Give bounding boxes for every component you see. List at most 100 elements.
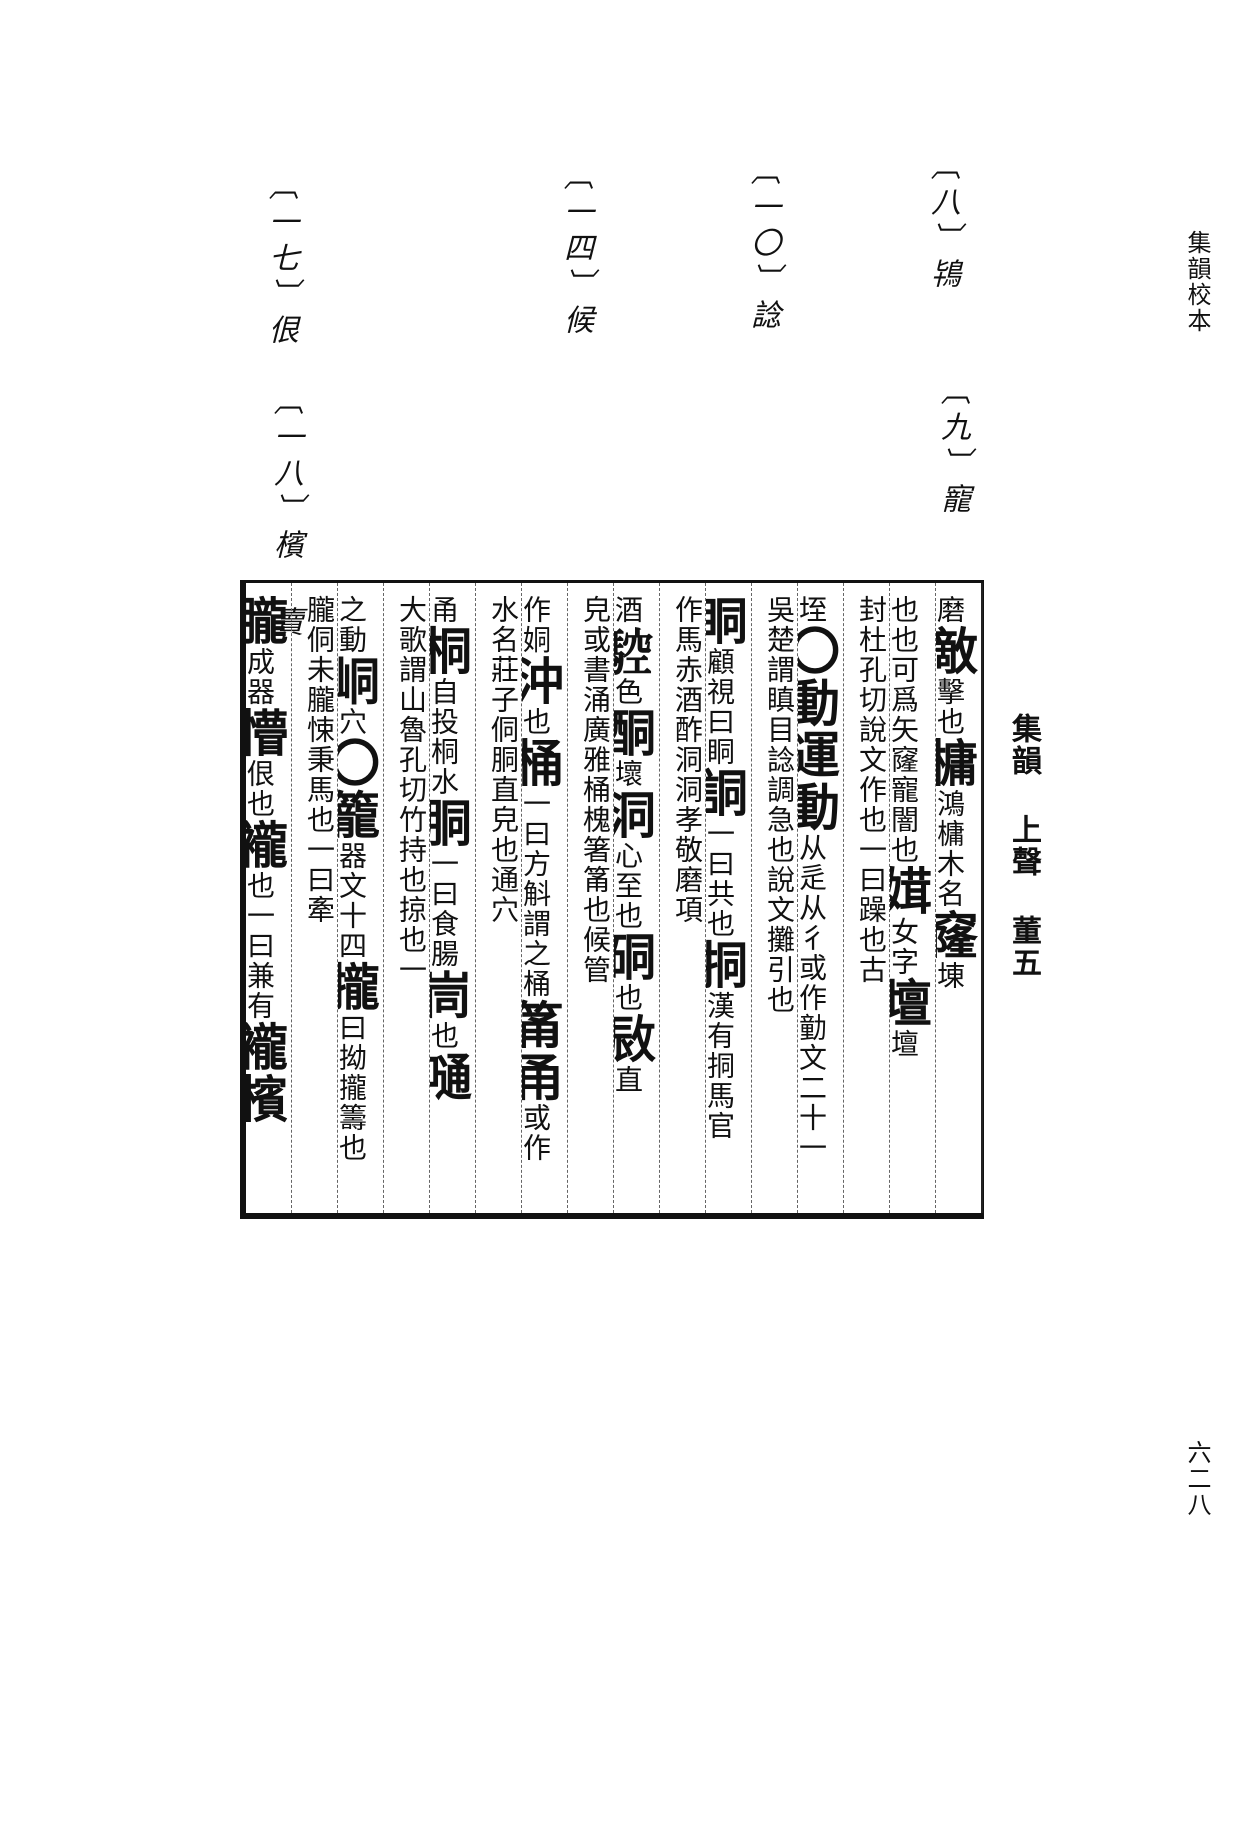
gloss-text: 皃或書 <box>579 595 612 685</box>
text-column: 皃或書涌廣雅桶槐箸筩也候管 <box>567 583 613 1213</box>
headword: 〇 <box>337 737 380 789</box>
gloss-text: 一曰方斛謂之桶 <box>521 789 552 999</box>
headword: 峝 <box>429 969 472 1021</box>
gloss-text: 鴻槦木名 <box>935 789 966 909</box>
headword: 媶 <box>889 865 932 917</box>
gloss-text: 器文十四 <box>337 841 368 961</box>
gloss-text: 擊也 <box>935 677 966 737</box>
headword: 酮 <box>613 707 656 759</box>
gloss-text: 魯孔切竹 <box>395 715 428 835</box>
gloss-text: 成器 <box>246 647 276 707</box>
gloss-text: 之動 <box>337 595 368 655</box>
gloss-text: 秉馬也一曰牽 <box>303 745 336 925</box>
gloss-text: 垤 <box>797 595 828 625</box>
headword: 挏 <box>705 939 748 991</box>
text-frame: 集韻 上聲 董五 磨敵擊也槦鴻槦木名窿埬也也可爲矢窿寵闇也媶女字壇壇封杜孔切說文… <box>240 580 1041 1219</box>
text-column: 朧成器懵佷也襱也一曰兼有襱檳 <box>246 583 291 1213</box>
text-column: 眮顧視曰眮詷一曰共也挏漢有挏馬官 <box>705 583 751 1213</box>
gloss-text: 山 <box>395 685 428 715</box>
gloss-text: 女字 <box>889 917 920 977</box>
text-column: 水名莊子侗胴直皃也通穴 <box>475 583 521 1213</box>
gloss-text: 通穴 <box>487 865 520 925</box>
gloss-text: 从辵从彳或作勭文二十一 <box>797 833 828 1163</box>
headword: 詷 <box>705 767 748 819</box>
text-column: 之動峒穴〇籠器文十四攏曰拗攏籌也 <box>337 583 383 1213</box>
gloss-text: 顧視曰眮 <box>705 647 736 767</box>
gloss-text: 甬 <box>429 595 460 625</box>
gloss-text: 佷也 <box>246 759 276 819</box>
headword: 籠 <box>337 789 380 841</box>
gloss-text: 朧悚 <box>303 685 336 745</box>
gloss-text: 壞 <box>613 759 644 789</box>
headword: 動運動 <box>797 677 840 833</box>
text-column: 作馬赤酒酢洞洞孝敬磨項 <box>659 583 705 1213</box>
gloss-text: 廣雅桶槐箸筩也 <box>579 715 612 925</box>
gloss-text: 一曰食腸 <box>429 849 460 969</box>
headword: 𩣼 <box>613 625 656 677</box>
gloss-text: 項 <box>671 895 704 925</box>
gloss-text: 吳楚謂瞋目 <box>763 595 796 745</box>
gloss-text: 穴 <box>337 707 368 737</box>
gloss-text: 侗胴直皃也 <box>487 715 520 865</box>
margin-note: 〔一四〕候 <box>558 160 593 340</box>
headword: 襱 <box>246 1021 288 1073</box>
headword: 眮 <box>705 595 748 647</box>
gloss-text: 說文攤引也 <box>763 865 796 1015</box>
gloss-text: 壇 <box>889 1029 920 1059</box>
headword: 〇 <box>797 625 840 677</box>
text-column: 朧侗未朧悚秉馬也一曰牽 <box>291 583 337 1213</box>
headword: 窿 <box>935 909 978 961</box>
margin-note: 〔一八〕檳 賣 <box>268 385 303 642</box>
gloss-text: 酒 <box>613 595 644 625</box>
gloss-text: 涌 <box>579 685 612 715</box>
headword: 敐 <box>613 1013 656 1065</box>
gloss-text: 酒酢 <box>671 685 704 745</box>
gutter-divider <box>981 583 983 1213</box>
gloss-text: 諗調急也 <box>763 745 796 865</box>
gutter-label: 集韻 上聲 董五 <box>1006 713 1041 979</box>
text-column: 垤〇動運動从辵从彳或作勭文二十一 <box>797 583 843 1213</box>
headword: 朧 <box>246 595 288 647</box>
page-number: 六二八 <box>1183 1440 1211 1518</box>
margin-note: 〔九〕寵 <box>935 375 970 519</box>
gloss-text: 洞洞孝敬 <box>671 745 704 865</box>
gloss-text: 作姛 <box>521 595 552 655</box>
text-column: 甬桐自投桐水胴一曰食腸峝也嗵 <box>429 583 475 1213</box>
headword: 沖 <box>521 655 564 707</box>
margin-note: 〔八〕鴇 <box>925 150 960 294</box>
gloss-text: 也 <box>889 595 920 625</box>
gloss-text: 埬 <box>935 961 966 991</box>
gloss-text: 也 <box>613 983 644 1013</box>
gloss-text: 心至也 <box>613 841 644 931</box>
gloss-text: 候管 <box>579 925 612 985</box>
gloss-text: 水名莊子 <box>487 595 520 715</box>
headword: 嗵 <box>429 1051 472 1103</box>
text-column: 吳楚謂瞋目諗調急也說文攤引也 <box>751 583 797 1213</box>
margin-note: 〔一七〕佷 <box>263 170 298 350</box>
gloss-text: 直 <box>613 1065 644 1095</box>
gloss-text: 杜孔切說文作也一曰躁也古 <box>855 625 888 985</box>
gutter: 集韻 上聲 董五 <box>981 583 1101 1213</box>
text-column: 酒𩣼色酮壞洞心至也硐也敐直 <box>613 583 659 1213</box>
headword: 檳 <box>246 1073 288 1125</box>
gloss-text: 赤 <box>671 655 704 685</box>
gloss-text: 曰拗攏籌也 <box>337 1013 368 1163</box>
text-column: 磨敵擊也槦鴻槦木名窿埬 <box>935 583 981 1213</box>
gloss-text: 持也掠也一 <box>395 835 428 985</box>
gloss-text: 磨 <box>671 865 704 895</box>
headword: 胴 <box>429 797 472 849</box>
gloss-text: 一曰共也 <box>705 819 736 939</box>
gloss-text: 也可爲矢 <box>889 625 920 745</box>
gloss-text: 漢有挏馬官 <box>705 991 736 1141</box>
headword: 峒 <box>337 655 380 707</box>
gloss-text: 大歌謂 <box>395 595 428 685</box>
gloss-text: 朧侗未 <box>303 595 336 685</box>
headword: 桐 <box>429 625 472 677</box>
gloss-text: 也 <box>521 707 552 737</box>
headword: 壇 <box>889 977 932 1029</box>
gloss-text: 或作 <box>521 1103 552 1163</box>
headword: 攏 <box>337 961 380 1013</box>
text-column: 封杜孔切說文作也一曰躁也古 <box>843 583 889 1213</box>
headword: 槦 <box>935 737 978 789</box>
gloss-text: 封 <box>855 595 888 625</box>
